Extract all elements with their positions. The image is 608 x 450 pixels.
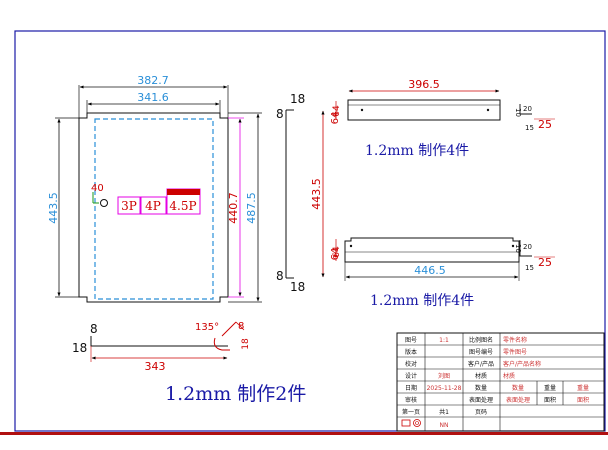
angle-part: 8 18 343 135° 8 18 1.2mm 制作2件: [72, 321, 306, 405]
angle-tab-b: 18: [241, 338, 251, 350]
right-inner-height-label: 440.7: [227, 192, 240, 224]
top-rail-sec-c: 15: [525, 124, 534, 132]
right-outer-height-label: 487.5: [245, 192, 258, 224]
strip-top-width: 18: [290, 92, 305, 106]
tb-r1-c2: 1:1: [439, 337, 449, 344]
tb-r7-c3: 页码: [475, 408, 487, 416]
angle-flange-h: 18: [72, 341, 87, 355]
tb-r8-c2: NN: [440, 422, 449, 429]
strip-inner-top: 64: [330, 112, 341, 125]
strip-flange-8-bottom: 8: [276, 269, 284, 283]
main-panel-dims: 382.7 341.6 443.5 440.7 487.5: [47, 74, 262, 303]
tb-r5-c3: 数量: [475, 384, 487, 392]
tb-r3-c1: 校对: [405, 360, 417, 368]
tb-r6-c1: 审核: [405, 396, 417, 404]
bottom-rail-sec-a: 10: [514, 244, 522, 253]
tb-r4-c3: 材质: [475, 372, 487, 380]
top-rail-note: 1.2mm 制作4件: [365, 143, 469, 159]
bend-tag-3p: 3P: [121, 199, 137, 213]
tb-r2-c1: 版本: [405, 348, 417, 356]
tb-r7-c2: 共1: [439, 408, 449, 416]
strip-flange-8-top: 8: [276, 107, 284, 121]
bottom-rail-sec-d: 25: [538, 256, 552, 269]
title-block: 图号 1:1 比例图名 零件名称 版本 图号编号 零件图号 校对 客户/产品 客…: [396, 332, 605, 432]
tb-r1-c4: 零件名称: [503, 336, 527, 344]
bend-tag-4p: 4P: [145, 199, 161, 213]
tb-r5-c1: 日期: [405, 384, 417, 392]
tb-r4-c1: 设计: [405, 372, 417, 380]
tb-r3-c3: 客户/产品: [468, 360, 494, 368]
angle-note: 1.2mm 制作2件: [165, 383, 306, 405]
strip-length: 443.5: [310, 178, 323, 210]
bottom-rail-length: 446.5: [414, 264, 446, 277]
top-rail-sec-b: 20: [523, 105, 532, 113]
tb-r7-c1: 第一页: [402, 408, 420, 416]
tb-r6-c6: 面积: [577, 396, 589, 404]
bottom-rail-sec-c: 15: [525, 264, 534, 272]
bottom-bar: [0, 432, 608, 435]
angle-tab-a: 8: [238, 321, 244, 332]
tb-r5-c4: 数量: [512, 384, 524, 392]
mount-hole: [100, 199, 108, 207]
left-height-label: 443.5: [47, 192, 60, 224]
top-rail-sec-a: 10: [514, 108, 522, 117]
tb-r2-c3: 图号编号: [469, 348, 493, 356]
top-rail-length: 396.5: [408, 78, 440, 91]
tb-r1-c3: 比例图名: [469, 336, 493, 344]
tb-r1-c1: 图号: [405, 337, 417, 344]
strip-bottom-width: 18: [290, 280, 305, 294]
outer-width-label: 382.7: [137, 74, 169, 87]
drawing-frame: [14, 30, 606, 432]
angle-length: 343: [145, 360, 166, 373]
bottom-rail-note: 1.2mm 制作4件: [370, 293, 474, 309]
tb-r5-c2: 2025-11-28: [427, 385, 462, 392]
side-strip: 18 18 8 8 64 443.5 64: [276, 92, 341, 294]
bottom-rail: 446.5 64 1.2mm 制作4件 10 20 15 25: [332, 237, 555, 309]
top-rail-sec-d: 25: [538, 118, 552, 131]
top-rail-flange: 64: [332, 105, 342, 117]
bottom-rail-flange: 64: [332, 246, 342, 258]
top-rail: 396.5 64 1.2mm 制作4件 10 20 15 25: [332, 78, 555, 159]
angle-degree: 135°: [195, 322, 219, 333]
tb-r6-c4: 表面处理: [506, 396, 530, 404]
strip-inner-bottom: 64: [330, 248, 341, 261]
bottom-rail-sec-b: 20: [523, 243, 532, 251]
tb-r4-c4: 材质: [503, 372, 515, 380]
tb-r5-c6: 重量: [577, 384, 589, 392]
tb-r6-c5: 面积: [544, 396, 556, 404]
tb-r5-c5: 重量: [544, 384, 556, 392]
tb-r2-c4: 零件图号: [503, 348, 527, 356]
inner-width-label: 341.6: [137, 91, 169, 104]
tb-r3-c4: 客户/产品名称: [503, 360, 541, 368]
bend-tag-4-5p: 4.5P: [169, 199, 196, 213]
bend-tags: 3P 4P 4.5P: [117, 188, 201, 215]
angle-flange-w: 8: [90, 322, 98, 336]
projection-symbol-icon: [401, 419, 421, 427]
hole-dim: 40: [91, 183, 104, 194]
tb-r6-c3: 表面处理: [469, 396, 493, 404]
tb-r4-c2: 刘图: [438, 372, 450, 380]
